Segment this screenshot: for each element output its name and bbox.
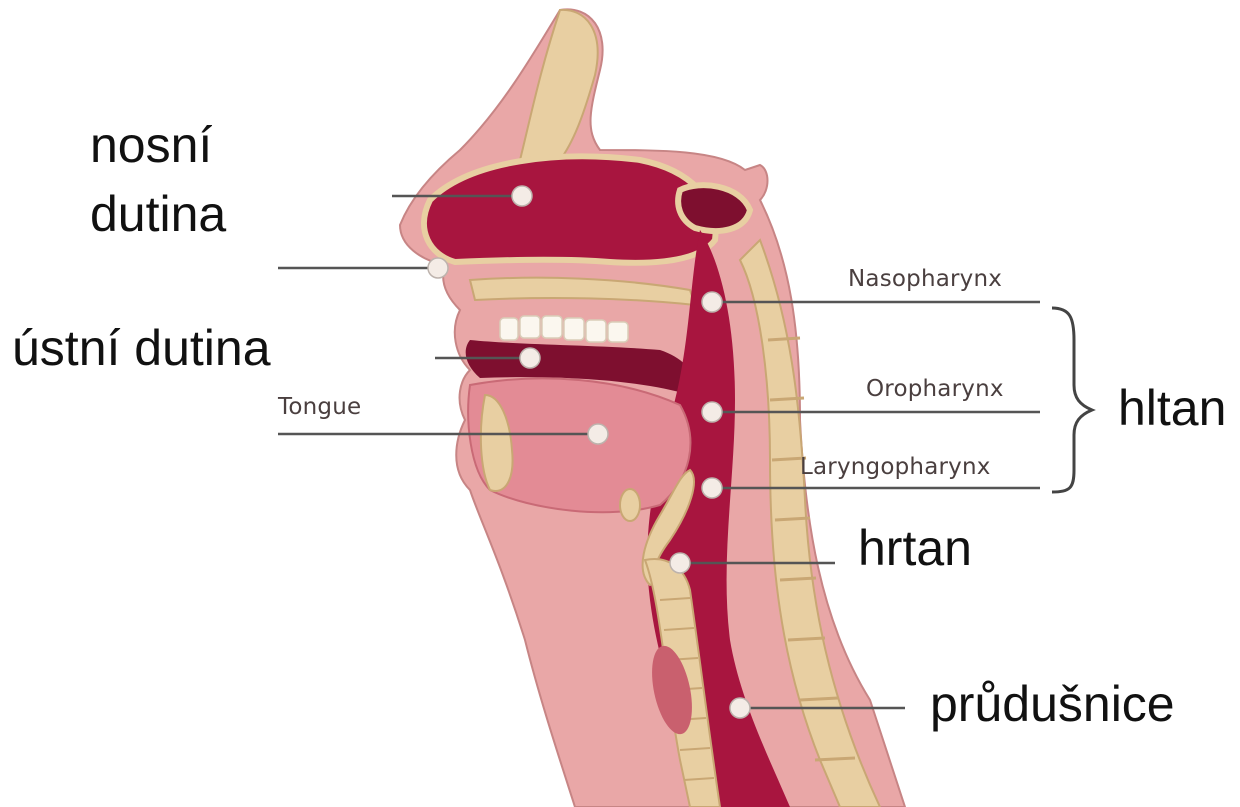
label-nasopharynx: Nasopharynx [848,265,1002,293]
label-hltan: hltan [1118,378,1226,438]
hltan-brace [1052,308,1092,492]
label-laryngopharynx: Laryngopharynx [800,453,991,481]
label-oropharynx: Oropharynx [866,375,1004,403]
hyoid-bone [620,489,640,521]
label-hrtan: hrtan [858,518,972,578]
label-prudusnice: průdušnice [930,674,1175,734]
label-nosni-line1: nosní [90,115,212,175]
label-ustni-dutina: ústní dutina [12,318,271,378]
label-tongue: Tongue [278,393,361,421]
label-nosni-line2: dutina [90,184,226,244]
